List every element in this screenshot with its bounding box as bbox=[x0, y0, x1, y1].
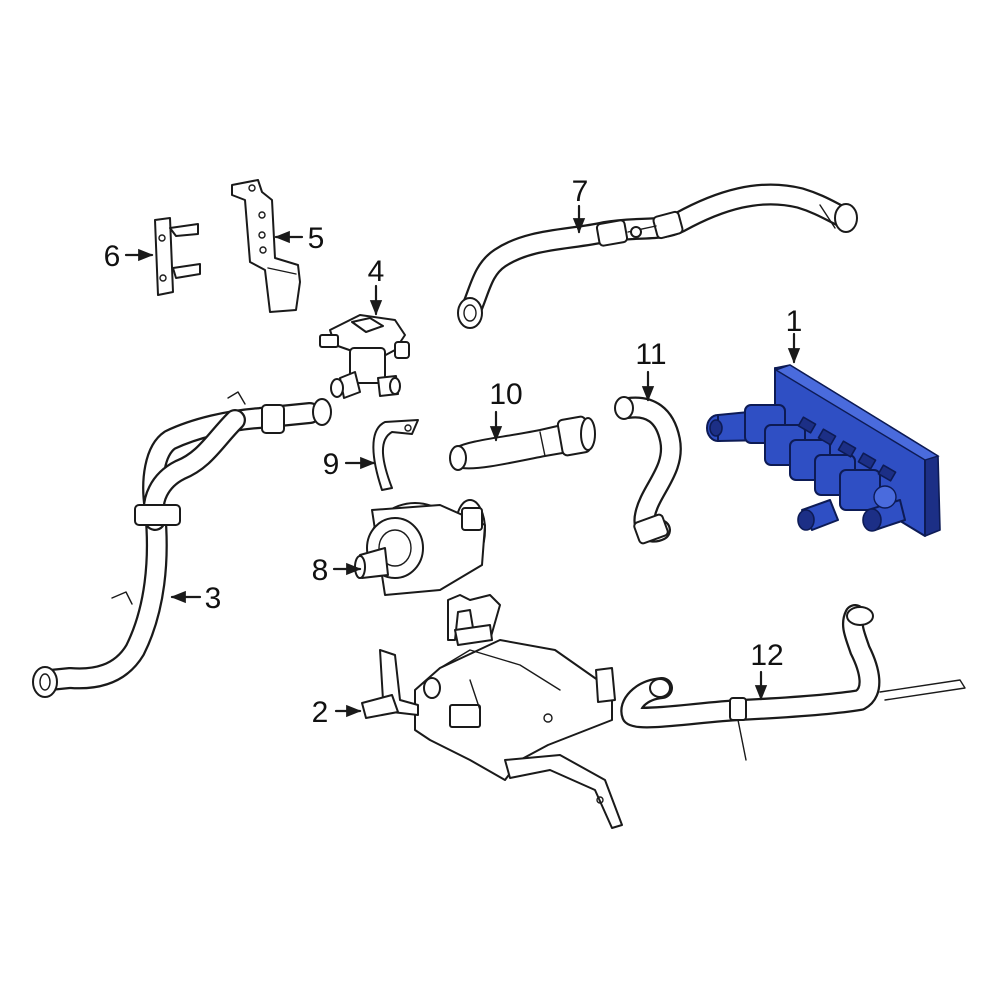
callout-arrows bbox=[124, 204, 801, 718]
part-5-bracket[interactable] bbox=[231, 179, 301, 313]
callout-8: 8 bbox=[312, 554, 329, 587]
part-4-coolant-valve[interactable] bbox=[319, 314, 410, 399]
part-2-mounting-frame[interactable] bbox=[361, 594, 623, 829]
callout-10: 10 bbox=[489, 378, 522, 411]
part-6-bracket[interactable] bbox=[154, 217, 201, 296]
part-8-auxiliary-water-pump[interactable] bbox=[354, 499, 486, 596]
part-9-hose-clamp[interactable] bbox=[372, 419, 419, 491]
part-10-coolant-hose[interactable] bbox=[449, 415, 596, 471]
callout-9: 9 bbox=[323, 448, 340, 481]
part-1-coolant-distribution-module[interactable] bbox=[706, 364, 941, 537]
part-7-coolant-hose[interactable] bbox=[457, 183, 858, 329]
callout-1: 1 bbox=[786, 305, 803, 338]
callout-12: 12 bbox=[750, 639, 783, 672]
callout-7: 7 bbox=[572, 175, 589, 208]
part-11-coolant-hose[interactable] bbox=[614, 396, 682, 545]
callout-labels: 1 2 3 4 5 6 7 8 9 10 11 12 bbox=[104, 175, 803, 729]
callout-4: 4 bbox=[368, 255, 385, 288]
callout-3: 3 bbox=[205, 582, 222, 615]
callout-6: 6 bbox=[104, 240, 121, 273]
part-12-coolant-hose[interactable] bbox=[620, 604, 966, 761]
callout-11: 11 bbox=[635, 338, 666, 371]
callout-2: 2 bbox=[312, 696, 329, 729]
part-3-coolant-hose[interactable] bbox=[32, 391, 332, 698]
callout-5: 5 bbox=[308, 222, 325, 255]
